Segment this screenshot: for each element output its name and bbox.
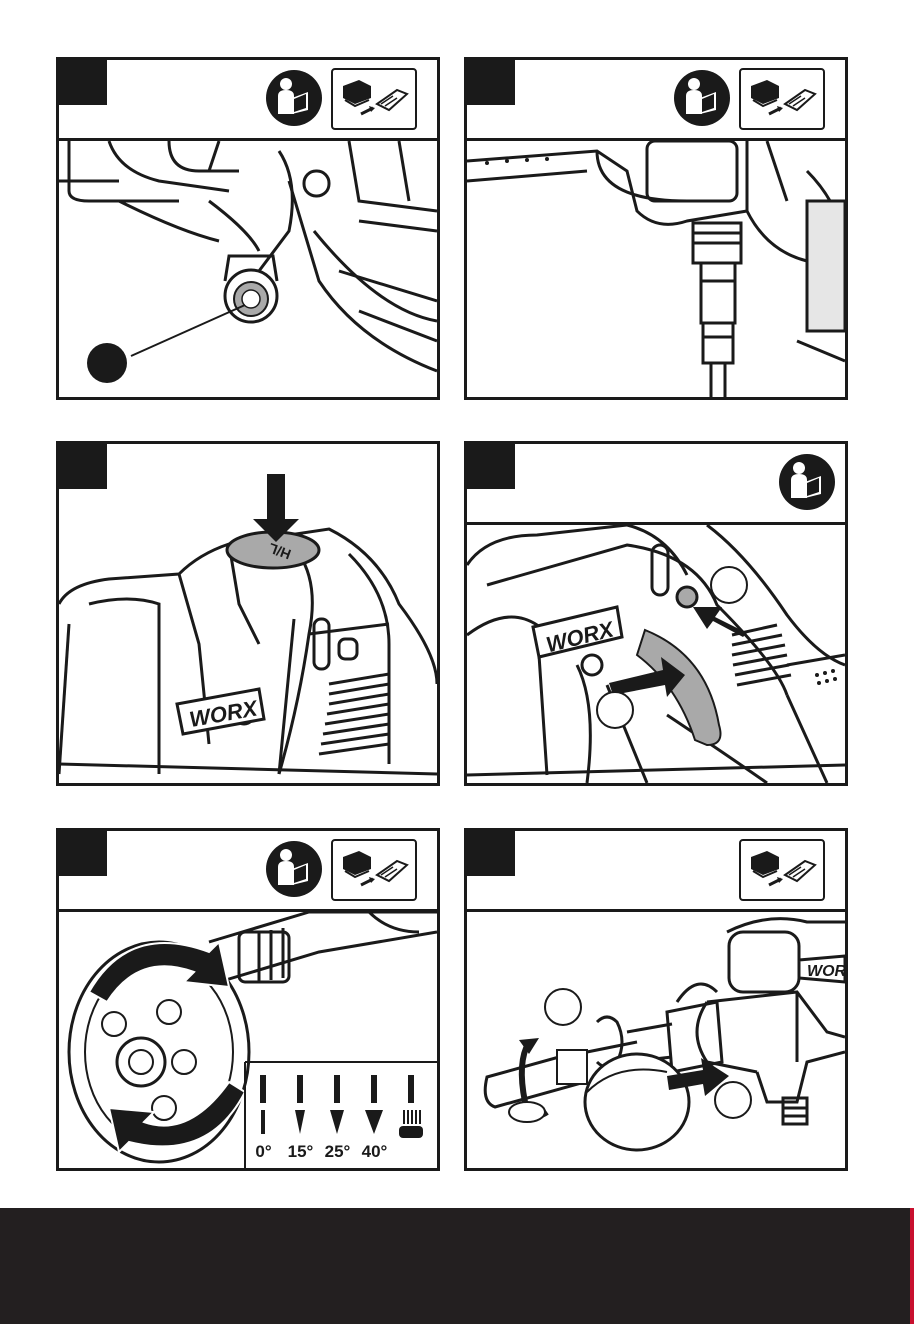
- panel-illustration: [467, 141, 845, 397]
- read-manual-icon: [672, 68, 732, 128]
- panel-header: [467, 60, 845, 141]
- callout-circle-1: [545, 989, 581, 1025]
- step-number-block: [59, 60, 107, 105]
- spray-pattern-glyph: [399, 1110, 423, 1138]
- panel-header: [59, 831, 437, 912]
- push-button-arrow: [693, 607, 747, 637]
- callout-dot: [87, 343, 127, 383]
- angle-label-0: 0°: [245, 1142, 282, 1162]
- panel-illustration: WORX H/L: [59, 444, 437, 783]
- read-manual-icon: [264, 68, 324, 128]
- panel-header: [467, 444, 845, 525]
- hose-connection-illustration: [467, 141, 845, 397]
- instruction-panel-5: 0° 15° 25° 40°: [56, 828, 440, 1171]
- angle-label-25: 25°: [319, 1142, 356, 1162]
- read-manual-icon: [777, 452, 837, 512]
- callout-circle-2: [597, 692, 633, 728]
- battery-insert-icon: [331, 839, 417, 901]
- read-manual-icon: [264, 839, 324, 899]
- spray-angle-labels: 0° 15° 25° 40°: [245, 1142, 393, 1162]
- foam-cannon-bottle: [585, 1054, 689, 1150]
- instruction-panel-4: WORX: [464, 441, 848, 786]
- battery-insert-icon: [739, 68, 825, 130]
- step-number-block: [467, 831, 515, 876]
- angle-label-15: 15°: [282, 1142, 319, 1162]
- worx-brand-text: WORX: [807, 963, 845, 980]
- step-number-block: [59, 831, 107, 876]
- panel-illustration: [59, 141, 437, 397]
- panel-illustration: WORX: [467, 912, 845, 1168]
- instruction-panel-2: [464, 57, 848, 400]
- callout-circle-2: [715, 1082, 751, 1118]
- battery-insert-icon: [739, 839, 825, 901]
- panel-header: [467, 831, 845, 912]
- panel-illustration: WORX: [467, 525, 845, 783]
- panel-illustration: 0° 15° 25° 40°: [59, 912, 437, 1168]
- hose-inlet-illustration: [59, 141, 437, 397]
- instruction-panel-6: WORX: [464, 828, 848, 1171]
- footer-accent-edge: [910, 1208, 914, 1324]
- callout-circle-1: [711, 567, 747, 603]
- step-number-block: [467, 60, 515, 105]
- panel-header: [59, 60, 437, 141]
- hl-button-illustration: WORX H/L: [59, 444, 437, 783]
- step-number-block: [467, 444, 515, 489]
- footer-band: [0, 1208, 914, 1324]
- instruction-panel-1: [56, 57, 440, 400]
- trigger-lock-illustration: WORX: [467, 525, 845, 783]
- instruction-panel-3: WORX H/L: [56, 441, 440, 786]
- battery-insert-icon: [331, 68, 417, 130]
- angle-label-40: 40°: [356, 1142, 393, 1162]
- nozzle-rotation-illustration: [59, 912, 437, 1168]
- nozzle-attachment-illustration: WORX: [467, 912, 845, 1168]
